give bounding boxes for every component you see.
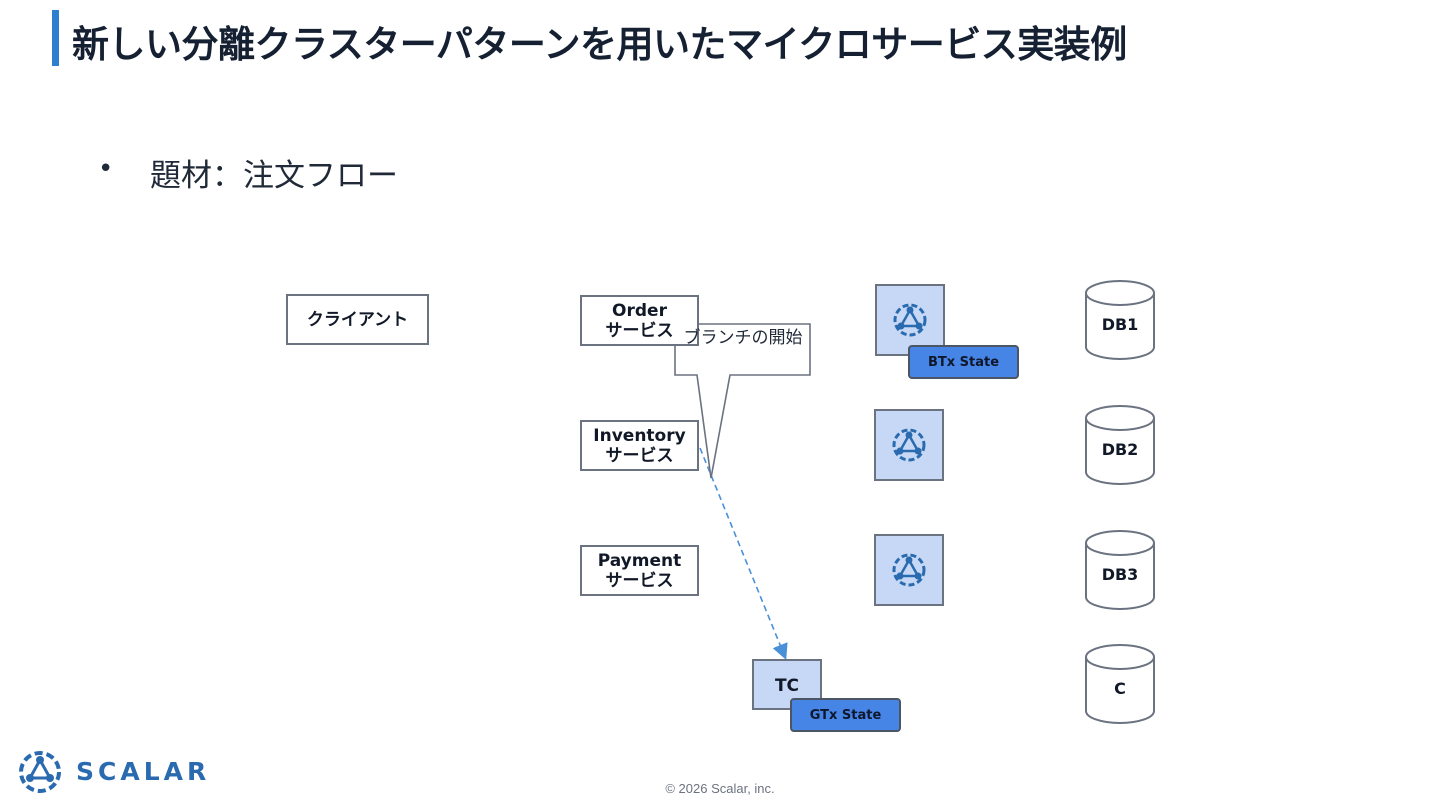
database-cylinder-icon [1085, 644, 1155, 724]
payment-service-suffix: サービス [605, 570, 674, 591]
client-box: クライアント [286, 294, 429, 345]
database-label: C [1114, 679, 1126, 698]
tc-label: TC [774, 676, 800, 696]
scalar-node-2 [874, 409, 944, 481]
gtx-state-badge: GTx State [790, 698, 901, 732]
tc-box: TC [752, 659, 822, 710]
bullet-topic: 題材：注文フロー [150, 158, 398, 194]
btx-state-badge: BTx State [908, 345, 1019, 379]
database-label: DB1 [1101, 315, 1139, 334]
database-label: DB3 [1101, 565, 1139, 584]
database-cylinder-icon [1085, 280, 1155, 360]
payment-service-name: Payment [597, 550, 682, 571]
callout-text: ブランチの開始 [683, 328, 803, 348]
scalar-cluster-icon [892, 553, 926, 587]
inventory-service-box: Inventory サービス [580, 420, 699, 471]
order-service-name: Order [612, 300, 667, 321]
inventory-service-suffix: サービス [605, 445, 674, 466]
database-db3: DB3 [1084, 529, 1156, 611]
database-cylinder-icon [1085, 405, 1155, 485]
database-db1: DB1 [1084, 279, 1156, 361]
copyright-footer: © 2026 Scalar, inc. [665, 781, 775, 796]
scalar-node-3 [874, 534, 944, 606]
scalar-cluster-icon [893, 303, 927, 337]
bullet-marker: • [98, 154, 114, 184]
client-label: クライアント [306, 309, 409, 330]
callout-bubble [674, 323, 811, 479]
database-label: DB2 [1101, 440, 1139, 459]
logo-wordmark: SCALAR [76, 757, 211, 786]
database-c: C [1084, 643, 1156, 725]
title-accent-bar [52, 10, 59, 66]
branch-start-arrow [699, 447, 788, 660]
order-service-suffix: サービス [605, 320, 674, 341]
inventory-service-name: Inventory [593, 425, 686, 446]
database-cylinder-icon [1085, 530, 1155, 610]
payment-service-box: Payment サービス [580, 545, 699, 596]
order-service-box: Order サービス [580, 295, 699, 346]
database-db2: DB2 [1084, 404, 1156, 486]
scalar-logo-icon [19, 751, 61, 793]
scalar-cluster-icon [892, 428, 926, 462]
page-title: 新しい分離クラスターパターンを用いたマイクロサービス実装例 [72, 23, 1127, 66]
